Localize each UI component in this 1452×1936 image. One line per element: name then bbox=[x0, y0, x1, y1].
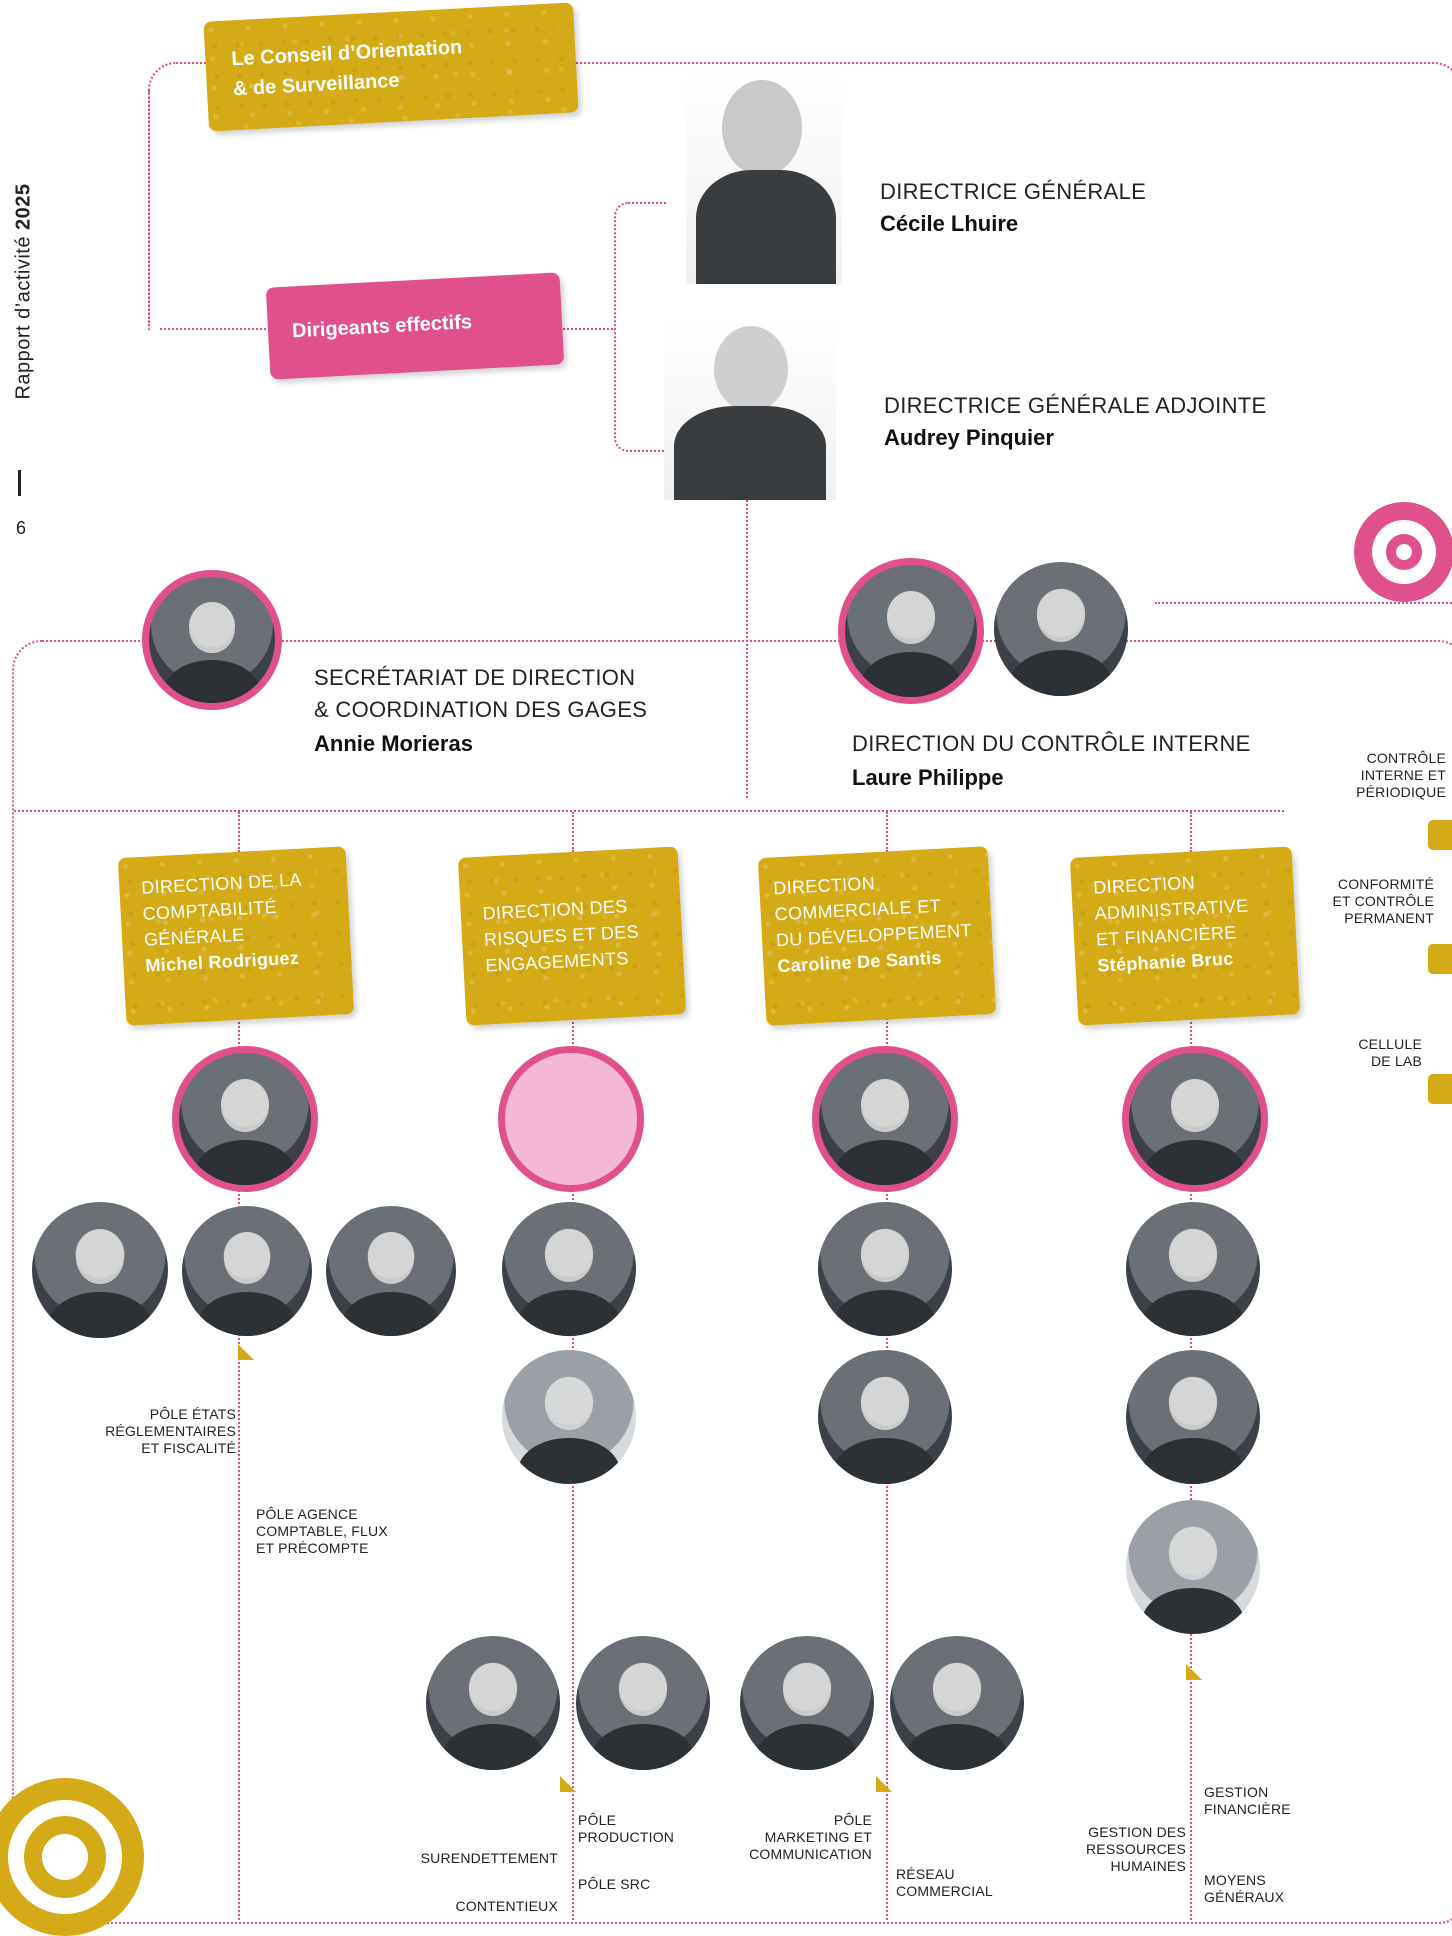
risks-member-2 bbox=[502, 1350, 636, 1484]
gold-target-icon bbox=[0, 1778, 144, 1936]
commercial-member-2 bbox=[818, 1350, 952, 1484]
secretariat-line2: & COORDINATION DES GAGES bbox=[314, 697, 648, 722]
unit-tab-1 bbox=[1428, 820, 1452, 850]
page-number: 6 bbox=[16, 518, 27, 538]
arrow-marker bbox=[876, 1776, 892, 1792]
internal-control-portrait-1 bbox=[838, 558, 984, 704]
arrow-marker bbox=[238, 1344, 254, 1360]
deputy-director-title: DIRECTRICE GÉNÉRALE ADJOINTE bbox=[884, 393, 1267, 418]
arrow-marker bbox=[1186, 1664, 1202, 1680]
deputy-director-name: Audrey Pinquier bbox=[884, 425, 1054, 450]
accounting-member-3 bbox=[326, 1206, 456, 1336]
secretariat-portrait bbox=[142, 570, 282, 710]
pole-member-4 bbox=[890, 1636, 1024, 1770]
commercial-director-portrait bbox=[812, 1046, 958, 1192]
arrow-marker bbox=[560, 1776, 576, 1792]
side-separator bbox=[18, 470, 21, 496]
risks-director-placeholder bbox=[498, 1046, 644, 1192]
pole-member-3 bbox=[740, 1636, 874, 1770]
report-title: Rapport d’activité 2025 bbox=[12, 183, 35, 400]
direction-accounting-badge: DIRECTION DE LA COMPTABILITÉ GÉNÉRALE Mi… bbox=[117, 846, 355, 1026]
unit-internal-periodic: CONTRÔLE INTERNE ET PÉRIODIQUE bbox=[1356, 750, 1446, 800]
leaders-bracket bbox=[614, 202, 666, 452]
secretariat-line1: SECRÉTARIAT DE DIRECTION bbox=[314, 665, 636, 690]
organization-frame bbox=[12, 640, 1452, 1924]
side-header: Rapport d’activité 2025 6 bbox=[4, 120, 44, 540]
effective-leaders-label: Dirigeants effectifs bbox=[291, 311, 473, 343]
accounting-director-portrait bbox=[172, 1046, 318, 1192]
director-general-name: Cécile Lhuire bbox=[880, 211, 1019, 236]
direction-risks-badge: DIRECTION DES RISQUES ET DES ENGAGEMENTS bbox=[457, 846, 687, 1026]
unit-compliance: CONFORMITÉ ET CONTRÔLE PERMANENT bbox=[1332, 876, 1434, 926]
effective-leaders-badge: Dirigeants effectifs bbox=[265, 272, 565, 380]
deputy-director-photo bbox=[664, 320, 836, 500]
admin-member-3 bbox=[1126, 1500, 1260, 1634]
admin-director-portrait bbox=[1122, 1046, 1268, 1192]
admin-member-2 bbox=[1126, 1350, 1260, 1484]
admin-member-1 bbox=[1126, 1202, 1260, 1336]
commercial-member-1 bbox=[818, 1202, 952, 1336]
internal-control-portrait-2 bbox=[994, 562, 1128, 696]
direction-commercial-badge: DIRECTION COMMERCIALE ET DU DÉVELOPPEMEN… bbox=[757, 846, 997, 1026]
accounting-member-1 bbox=[32, 1202, 168, 1338]
pole-src-label: PÔLE SRC bbox=[578, 1876, 651, 1892]
council-line1: Le Conseil d’Orientation bbox=[230, 36, 463, 71]
unit-tab-3 bbox=[1428, 1074, 1452, 1104]
unit-lab: CELLULE DE LAB bbox=[1358, 1036, 1422, 1069]
director-general-photo bbox=[686, 70, 842, 284]
pole-surendettement-label: SURENDETTEMENT bbox=[420, 1850, 558, 1866]
risks-member-1 bbox=[502, 1202, 636, 1336]
internal-control-title: DIRECTION DU CONTRÔLE INTERNE bbox=[852, 731, 1251, 756]
pole-contentieux-label: CONTENTIEUX bbox=[455, 1898, 558, 1914]
direction-admin-badge: DIRECTION ADMINISTRATIVE ET FINANCIÈRE S… bbox=[1069, 846, 1301, 1026]
accounting-member-2 bbox=[182, 1206, 312, 1336]
pink-target-icon bbox=[1354, 502, 1452, 602]
council-line2: & de Surveillance bbox=[232, 69, 401, 101]
secretariat-name: Annie Morieras bbox=[314, 731, 473, 756]
council-badge: Le Conseil d’Orientation & de Surveillan… bbox=[203, 2, 579, 132]
pole-member-2 bbox=[576, 1636, 710, 1770]
pole-member-1 bbox=[426, 1636, 560, 1770]
internal-control-name: Laure Philippe bbox=[852, 765, 1004, 790]
unit-tab-2 bbox=[1428, 944, 1452, 974]
director-general-title: DIRECTRICE GÉNÉRALE bbox=[880, 179, 1147, 204]
